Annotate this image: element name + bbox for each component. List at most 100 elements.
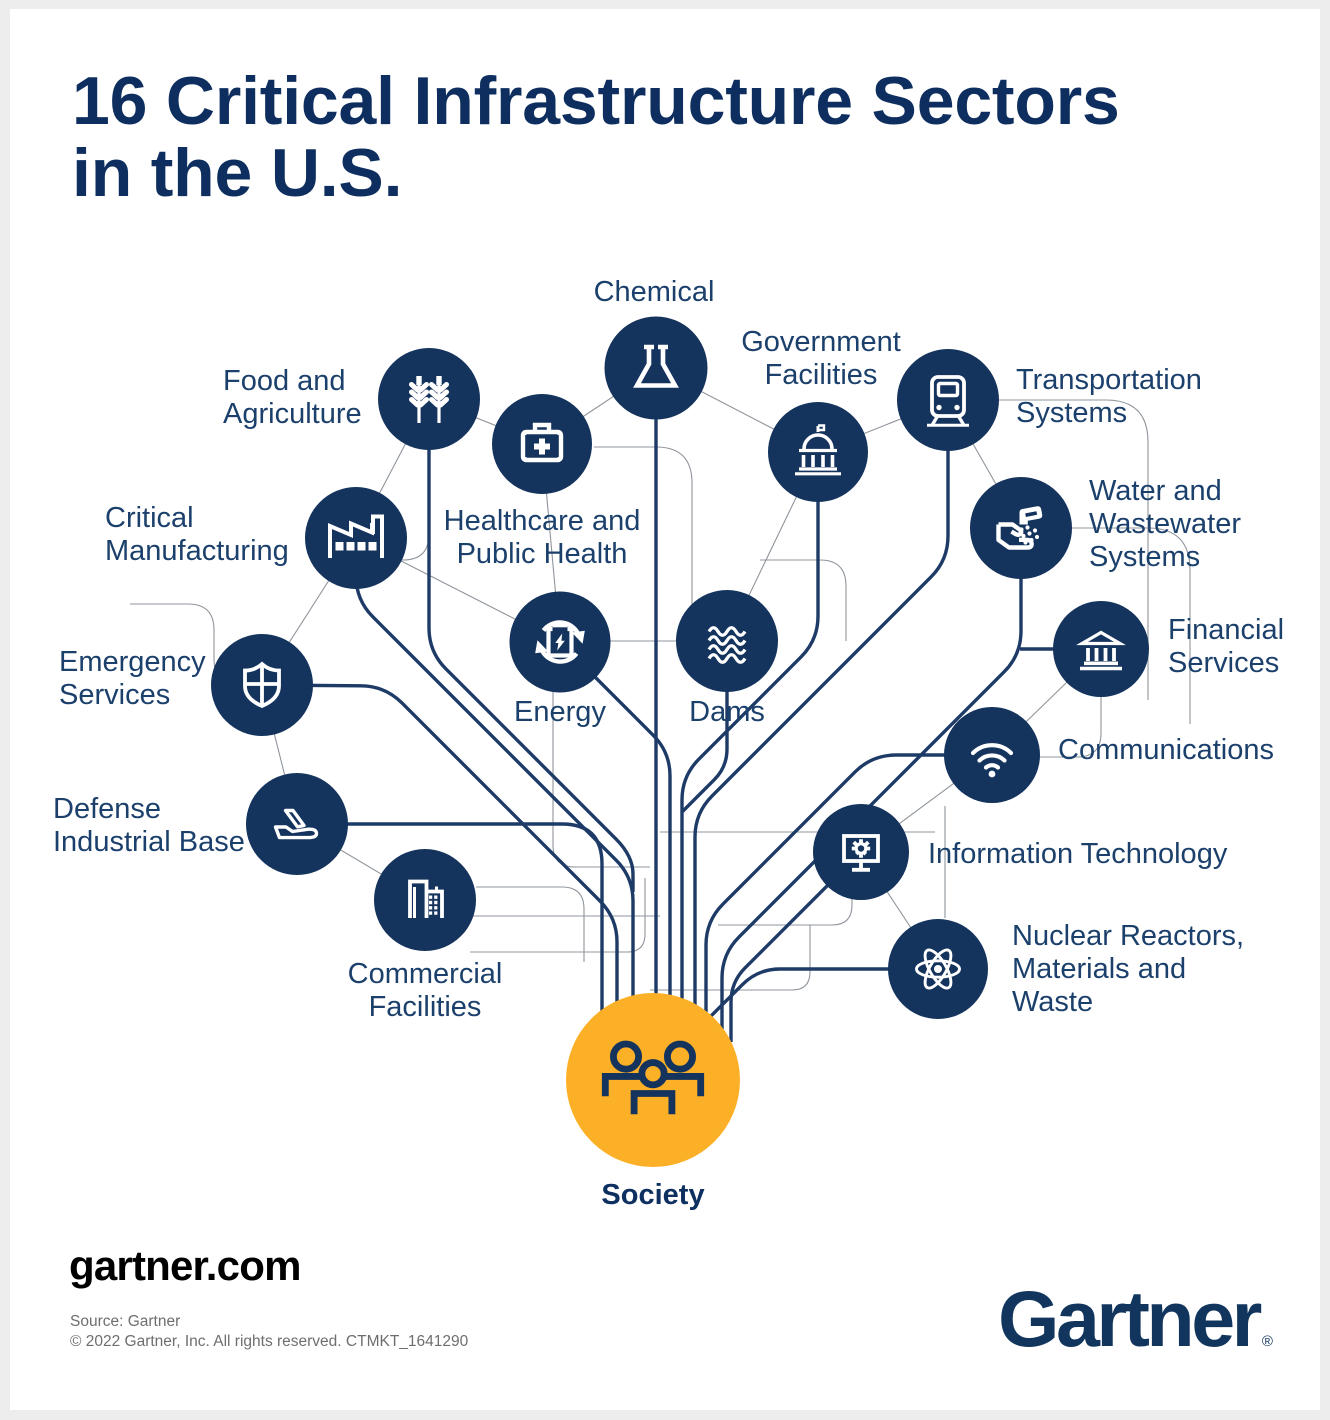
node-label-line: Society: [601, 1179, 705, 1211]
node-label-line: Services: [59, 679, 171, 711]
node-label-line: Food and: [223, 365, 346, 397]
capitol-icon: [795, 424, 841, 476]
first-aid-kit-icon: [520, 422, 564, 463]
node-label-line: Information Technology: [928, 838, 1228, 870]
node-label-line: Government: [741, 326, 901, 358]
people-icon: [601, 1040, 705, 1115]
connector-energy--society: [558, 640, 672, 1045]
source-note: Source: Gartner: [70, 1313, 181, 1330]
bank-icon: [1076, 630, 1126, 671]
node-label-line: Commercial: [347, 958, 503, 990]
waves-icon: [707, 626, 747, 664]
node-label-line: Facilities: [368, 991, 482, 1023]
node-label-line: Systems: [1089, 541, 1201, 573]
connector-water-wastewater--society: [720, 528, 1023, 1035]
connector-communications--society: [704, 753, 992, 1035]
connector-emergency-services--society: [261, 683, 619, 1045]
gartner-logo-text: Gartner: [998, 1274, 1262, 1363]
node-label-line: Systems: [1016, 397, 1128, 429]
connector-food-agriculture--society: [427, 399, 635, 892]
node-label-line: Facilities: [764, 359, 878, 391]
node-label-line: Materials and: [1012, 953, 1187, 985]
node-label-line: Emergency: [59, 646, 206, 678]
connector-nuclear--society: [704, 967, 938, 1023]
connector-defense-industrial-base--society: [297, 822, 604, 1045]
node-label-line: Dams: [689, 696, 765, 728]
gartner-logo: Gartner®: [998, 1279, 1273, 1381]
node-label-line: Wastewater: [1089, 508, 1242, 540]
thin-mesh-3: [1072, 527, 1191, 724]
thick-connector-layer: [261, 368, 1101, 1045]
factory-icon: [328, 514, 384, 558]
node-label-line: Energy: [514, 696, 606, 728]
node-label-energy: Energy: [514, 696, 606, 729]
page-title-line2: in the U.S.: [72, 135, 403, 211]
thin-mesh-4: [1040, 697, 1102, 758]
train-icon: [927, 375, 969, 427]
hand-wash-icon: [996, 506, 1043, 550]
thin-mesh-2: [999, 399, 1149, 700]
node-label-communications: Communications: [1058, 734, 1274, 767]
frame-border-left: [0, 0, 10, 1420]
node-circle-transportation-systems: [897, 349, 999, 451]
frame-border-top: [0, 0, 1330, 9]
battery-cycle-icon: [535, 620, 585, 664]
buildings-icon: [408, 879, 444, 918]
node-label-line: Water and: [1089, 475, 1222, 507]
node-label-society: Society: [601, 1179, 704, 1212]
node-circle-financial-services: [1053, 601, 1149, 697]
copyright-note: © 2022 Gartner, Inc. All rights reserved…: [70, 1333, 469, 1350]
node-circle-food-agriculture: [378, 348, 480, 450]
frame-border-bottom: [0, 1410, 1330, 1420]
thin-mesh-8: [650, 925, 811, 991]
page-title-line1: 16 Critical Infrastructure Sectors: [72, 63, 1120, 139]
node-label-dams: Dams: [689, 696, 765, 729]
node-circle-layer: [211, 316, 1149, 1167]
node-label-line: Healthcare and: [443, 505, 641, 537]
atom-icon: [915, 948, 961, 990]
node-label-line: Transportation: [1016, 364, 1202, 396]
node-label-line: Financial: [1168, 614, 1285, 646]
shield-icon: [243, 661, 281, 709]
node-circle-chemical: [604, 316, 708, 420]
jet-icon: [273, 808, 319, 840]
connector-dams--society: [680, 641, 729, 814]
node-label-line: Chemical: [593, 276, 715, 308]
node-label-information-technology: Information Technology: [928, 838, 1227, 871]
node-label-line: Nuclear Reactors,: [1012, 920, 1245, 952]
node-label-line: Communications: [1058, 734, 1274, 766]
thin-mesh-9: [718, 818, 853, 926]
registered-mark-icon: ®: [1261, 1333, 1273, 1350]
wifi-icon: [970, 743, 1014, 778]
connector-transportation-systems--society: [693, 400, 950, 1045]
node-label-line: Public Health: [456, 538, 628, 570]
connector-information-technology--society: [729, 850, 863, 1042]
node-label-line: Critical: [105, 502, 194, 534]
thin-mesh-7: [470, 878, 646, 953]
node-label-line: Manufacturing: [105, 535, 289, 567]
node-circle-critical-manufacturing: [305, 487, 407, 589]
node-label-line: Industrial Base: [53, 826, 245, 858]
connector-government-facilities--society: [680, 452, 820, 1045]
flask-icon: [633, 344, 679, 388]
frame-border-right: [1320, 0, 1330, 1420]
node-label-chemical: Chemical: [594, 276, 715, 309]
thin-mesh-11: [760, 559, 847, 641]
node-label-line: Services: [1168, 647, 1280, 679]
wheat-icon: [409, 376, 449, 423]
node-label-line: Agriculture: [223, 398, 362, 430]
monitor-gear-icon: [842, 834, 880, 872]
gartner-com-link[interactable]: gartner.com: [69, 1242, 301, 1289]
